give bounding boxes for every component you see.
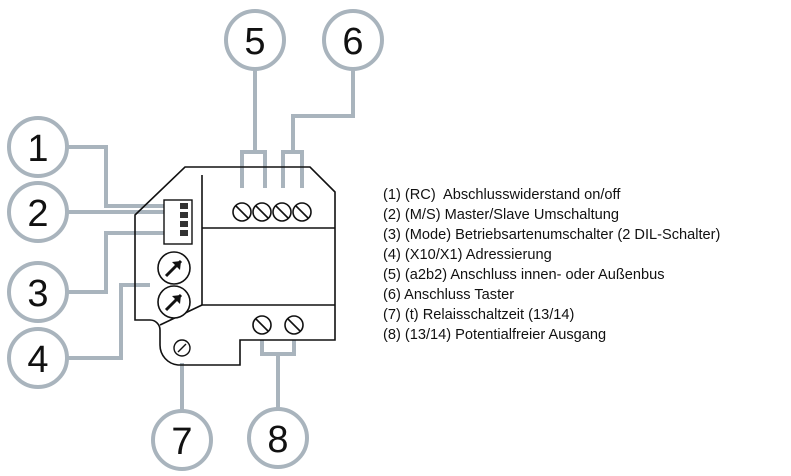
rotary-switch-x10 [157, 251, 191, 285]
terminal-screw [252, 315, 272, 335]
terminal-block-bottom [252, 315, 304, 335]
callout-circle-2 [7, 181, 69, 243]
callout-number-1: 1 [27, 128, 48, 170]
terminal-block-top [232, 202, 312, 222]
callout-circle-3 [7, 261, 69, 323]
callout-circles [7, 9, 384, 471]
legend-item-7: (7) (t) Relaisschaltzeit (13/14) [383, 307, 575, 323]
callout-number-4: 4 [27, 339, 48, 381]
leader-lines [68, 68, 355, 412]
callout-number-8: 8 [267, 419, 288, 461]
callout-circle-4 [7, 327, 69, 389]
callout-circle-8 [247, 407, 309, 469]
legend-item-2: (2) (M/S) Master/Slave Umschaltung [383, 207, 619, 223]
terminal-screw [272, 202, 292, 222]
callout-number-6: 6 [342, 21, 363, 63]
terminal-screw [292, 202, 312, 222]
leader-line-4 [68, 283, 150, 360]
callout-number-5: 5 [244, 21, 265, 63]
legend-item-8: (8) (13/14) Potentialfreier Ausgang [383, 327, 607, 343]
leader-line-5-bracket [240, 150, 267, 188]
legend-item-4: (4) (X10/X1) Adressierung [383, 247, 552, 263]
callout-circle-5 [224, 9, 286, 71]
leader-line-6-bracket [281, 150, 304, 188]
time-potentiometer [173, 339, 191, 357]
callout-number-7: 7 [171, 421, 192, 463]
legend-item-5: (5) (a2b2) Anschluss innen- oder Außenbu… [383, 267, 665, 283]
callout-numbers: 1 2 3 4 5 6 7 8 [27, 21, 363, 463]
terminal-screw [252, 202, 272, 222]
legend-item-1: (1) (RC) Abschlusswiderstand on/off [383, 187, 621, 203]
callout-number-3: 3 [27, 273, 48, 315]
callout-circle-1 [7, 116, 69, 178]
leader-line-8 [260, 340, 296, 356]
legend: (1) (RC) Abschlusswiderstand on/off (2) … [383, 185, 720, 345]
legend-item-6: (6) Anschluss Taster [383, 287, 515, 303]
legend-item-3: (3) (Mode) Betriebsartenumschalter (2 DI… [383, 227, 721, 243]
dil-switch-block [163, 199, 193, 245]
device-housing [134, 166, 336, 366]
rotary-switch-x1 [157, 285, 191, 319]
leader-line-1 [68, 145, 164, 208]
callout-number-2: 2 [27, 193, 48, 235]
callout-circle-7 [151, 409, 213, 471]
leader-line-6 [291, 68, 355, 152]
callout-circle-6 [322, 9, 384, 71]
terminal-screw [232, 202, 252, 222]
housing-outline [134, 166, 336, 366]
terminal-screw [284, 315, 304, 335]
